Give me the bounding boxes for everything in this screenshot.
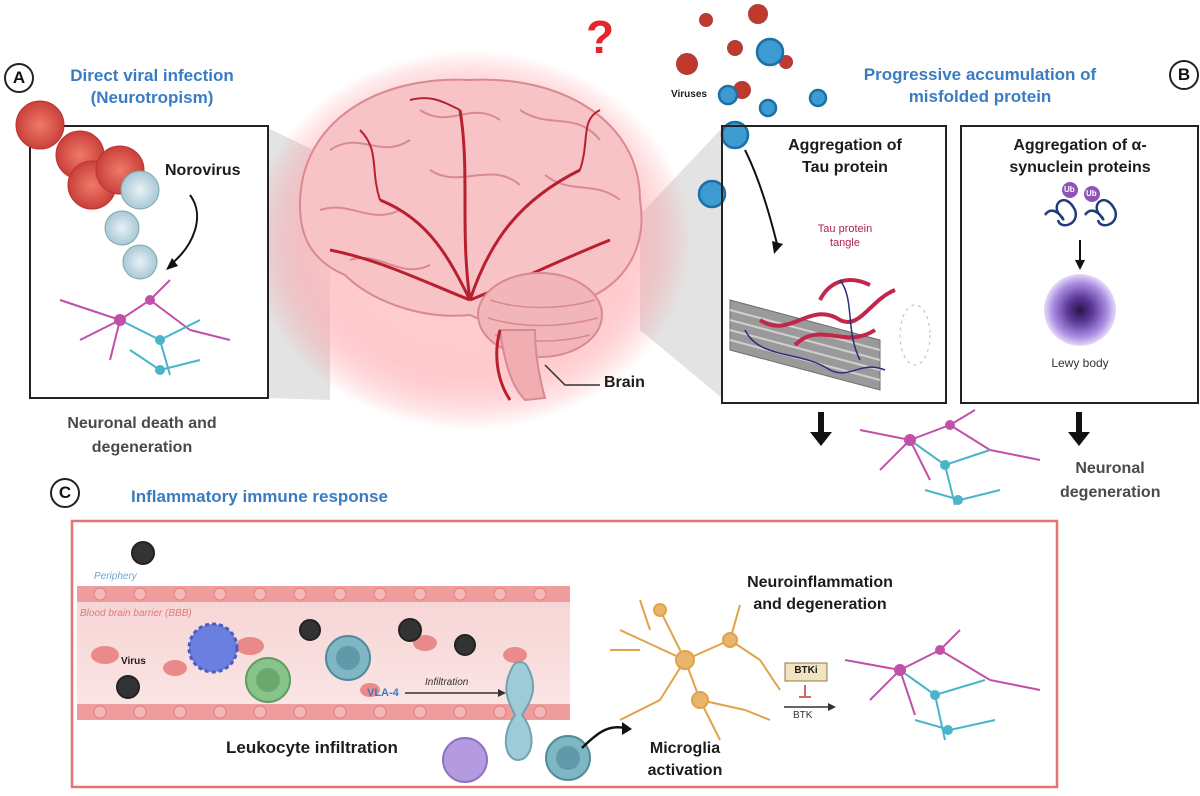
microglia-line2: activation	[647, 762, 723, 779]
panel-b-tau-box	[721, 125, 947, 404]
ub-label-1: Ub	[1064, 185, 1075, 194]
panel-b-outcome: Neuronal degeneration	[1060, 457, 1160, 505]
panel-b-title: Progressive accumulation of misfolded pr…	[805, 64, 1155, 108]
brain-illustration	[250, 50, 690, 430]
tau-title: Aggregation of Tau protein	[745, 135, 945, 179]
virus-label: Virus	[121, 656, 146, 667]
panel-a-outcome-line2: degeneration	[91, 439, 193, 456]
brain-label: Brain	[604, 374, 645, 391]
tau-title-line2: Tau protein	[802, 159, 888, 176]
transmigrating-leukocyte	[504, 661, 534, 762]
panel-a-title-line1: Direct viral infection	[70, 66, 234, 85]
panel-b-letter: B	[1169, 60, 1199, 90]
btki-box	[784, 662, 828, 682]
brain-pointer-line	[544, 364, 600, 386]
btk-inhibit	[799, 685, 811, 698]
tau-tangle-label: Tau protein tangle	[800, 222, 890, 250]
blood-vessel	[77, 586, 570, 720]
viruses-label: Viruses	[671, 89, 707, 100]
tau-tangle	[744, 278, 896, 374]
panel-b-synuclein-box	[960, 125, 1199, 404]
tau-tangle-line2: tangle	[830, 237, 860, 249]
virus-cluster	[676, 4, 828, 209]
synuclein-proteins	[1043, 198, 1118, 227]
panel-b-title-line1: Progressive accumulation of	[863, 65, 1097, 84]
panel-a-letter: A	[4, 63, 34, 93]
panel-a-arrow	[169, 194, 199, 266]
lewy-body	[1044, 274, 1116, 346]
panel-a-outcome: Neuronal death and degeneration	[22, 412, 262, 460]
panel-c-viruses	[116, 541, 476, 699]
vla4-label: VLA-4	[367, 687, 399, 699]
norovirus-particles	[15, 100, 160, 280]
lewy-body-label: Lewy body	[1051, 356, 1109, 370]
panel-b-outcome-line1: Neuronal	[1075, 460, 1145, 477]
ub-label-2: Ub	[1086, 189, 1097, 198]
red-blood-cells	[91, 635, 527, 697]
panel-a-title: Direct viral infection (Neurotropism)	[32, 65, 272, 109]
microglia-label: Microglia activation	[630, 738, 740, 782]
tau-tangle-line1: Tau protein	[817, 223, 873, 235]
tau-arrow	[744, 149, 779, 249]
panel-c-letter: C	[50, 478, 80, 508]
tau-title-line1: Aggregation of	[788, 137, 902, 154]
panel-c-title: Inflammatory immune response	[131, 487, 388, 506]
neuroinflammation-line2: and degeneration	[753, 596, 887, 613]
neuroinflammation-line1: Neuroinflammation	[747, 574, 893, 591]
synuclein-title-line2: synuclein proteins	[1009, 159, 1151, 176]
panel-b-outcome-line2: degeneration	[1060, 484, 1161, 501]
ub-badge-1	[1062, 182, 1078, 198]
down-arrows	[810, 412, 1090, 446]
btki-label: BTKi	[794, 665, 818, 676]
panel-b-neurons	[859, 409, 1041, 506]
microglia-arrow	[581, 726, 626, 749]
neuroinflammation-label: Neuroinflammation and degeneration	[720, 572, 920, 616]
synuclein-title-line1: Aggregation of α-	[1013, 137, 1147, 154]
bbb-label: Blood brain barrier (BBB)	[80, 608, 192, 619]
ub-badge-2	[1084, 186, 1100, 202]
panel-b-title-line2: misfolded protein	[908, 87, 1052, 106]
immune-cells	[187, 622, 591, 783]
question-mark: ?	[586, 11, 615, 63]
microglia-cells	[610, 599, 781, 741]
microglia-line1: Microglia	[649, 740, 721, 757]
btk-label: BTK	[793, 710, 813, 721]
panel-a-title-line2: (Neurotropism)	[90, 88, 214, 107]
panel-a-neurons	[59, 279, 231, 376]
norovirus-label: Norovirus	[165, 162, 241, 179]
periphery-label: Periphery	[94, 571, 137, 582]
panel-a-outcome-line1: Neuronal death and	[67, 415, 217, 432]
infiltration-label: Infiltration	[425, 677, 469, 688]
panel-c-neurons	[844, 629, 1041, 741]
synuclein-title: Aggregation of α- synuclein proteins	[966, 135, 1194, 179]
leukocyte-label: Leukocyte infiltration	[226, 738, 398, 757]
